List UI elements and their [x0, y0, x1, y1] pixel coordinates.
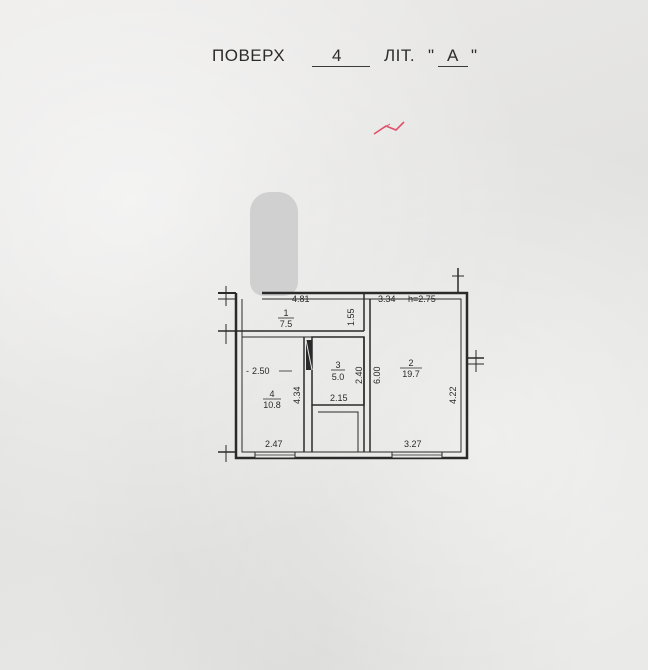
room-3-number: 3: [335, 360, 340, 370]
dim-bottom-left: 2.47: [265, 439, 283, 449]
dim-right-wall: 4.22: [448, 386, 458, 404]
dim-room4-width-prefix: -: [246, 366, 249, 376]
dim-room4-width: 2.50: [252, 366, 270, 376]
floor-value: 4: [332, 46, 342, 65]
red-pen-mark: [373, 121, 405, 135]
room-4-area: 10.8: [263, 400, 281, 410]
room-1-area: 7.5: [280, 319, 293, 329]
lit-underline: [438, 66, 468, 67]
plan-ventilation-duct: [305, 339, 313, 371]
dim-top-left: 4.81: [292, 294, 310, 304]
plan-windows: [254, 451, 443, 459]
room-2-area: 19.7: [402, 369, 420, 379]
plan-walls: [218, 268, 484, 462]
room-2-number: 2: [408, 358, 413, 368]
dim-room3-depth: 2.40: [354, 366, 364, 384]
height-note: h=2.75: [408, 294, 436, 304]
dim-room4-depth: 4.34: [292, 386, 302, 404]
dim-room3-width: 2.15: [330, 393, 348, 403]
floor-label: ПОВЕРХ: [212, 46, 286, 65]
quote-close: ": [471, 46, 478, 65]
dim-bottom-right: 3.27: [404, 439, 422, 449]
room-4-number: 4: [269, 389, 274, 399]
dim-corridor-depth: 1.55: [346, 308, 356, 326]
room-3-area: 5.0: [332, 372, 345, 382]
blurred-stamp: [250, 192, 298, 296]
plan-labels: 4.81 3.34 h=2.75 1 7.5 1.55 - 2.50 4 10.…: [246, 294, 458, 449]
dim-room2-length: 6.00: [372, 366, 382, 384]
lit-label: ЛІТ.: [384, 46, 416, 65]
lit-value: А: [447, 46, 459, 65]
dim-top-right: 3.34: [378, 294, 396, 304]
room-1-number: 1: [283, 308, 288, 318]
floor-underline: [312, 66, 370, 67]
quote-open: ": [428, 46, 435, 65]
